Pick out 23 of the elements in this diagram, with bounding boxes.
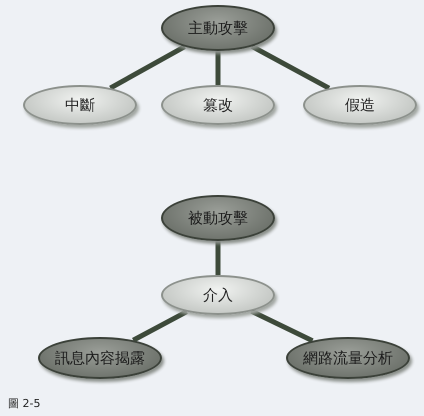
connector-line	[216, 241, 220, 275]
ellipse-node	[161, 275, 275, 315]
ellipse-node	[161, 195, 275, 241]
node-label: 假造	[345, 96, 375, 114]
ellipse-node	[161, 85, 275, 125]
connector-line	[216, 51, 220, 85]
figure-caption: 圖 2-5	[8, 396, 40, 411]
ellipse-node	[161, 5, 275, 51]
connector-line	[250, 308, 314, 344]
node-label: 訊息內容揭露	[55, 348, 145, 368]
connector-line	[132, 310, 188, 342]
node-label: 中斷	[65, 96, 95, 114]
node-label: 網路流量分析	[303, 348, 393, 368]
ellipse-node	[38, 337, 162, 379]
node-label: 介入	[203, 286, 233, 304]
connector-line	[109, 44, 186, 90]
ellipse-node	[303, 85, 417, 125]
ellipse-node	[23, 85, 137, 125]
node-label: 被動攻擊	[188, 208, 248, 228]
node-label: 篡改	[203, 96, 233, 114]
connector-line	[250, 44, 330, 90]
node-label: 主動攻擊	[188, 18, 248, 38]
ellipse-node	[286, 337, 410, 379]
